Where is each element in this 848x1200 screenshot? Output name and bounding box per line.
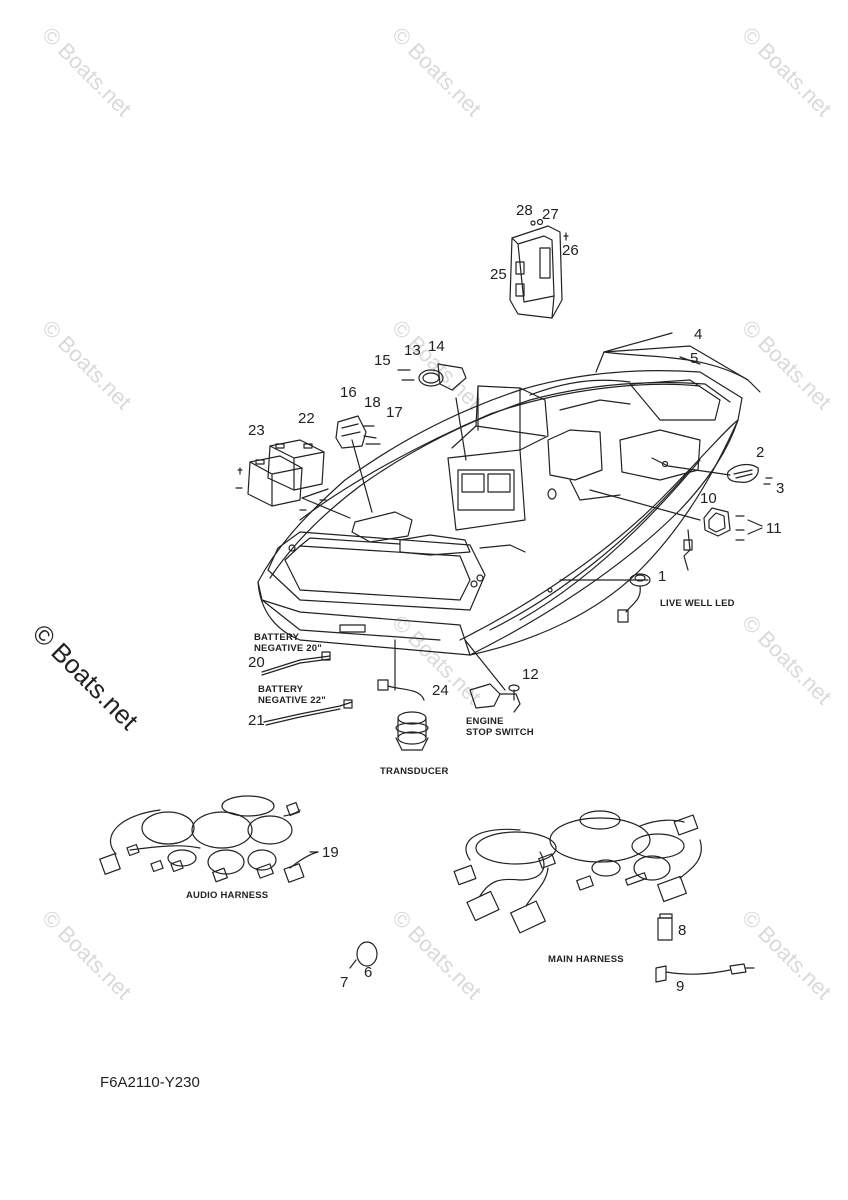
washer-28: [530, 220, 536, 226]
part-number-15: 15: [374, 352, 391, 369]
label-transducer: TRANSDUCER: [380, 766, 449, 777]
part-number-22: 22: [298, 410, 315, 427]
part-number-3: 3: [776, 480, 785, 497]
part-number-28: 28: [516, 202, 533, 219]
screw-26: [563, 232, 569, 241]
part-number-18: 18: [364, 394, 381, 411]
part-number-6: 6: [364, 964, 373, 981]
engine-stop-switch: [469, 683, 521, 713]
ring-6: [356, 941, 378, 967]
label-engine-stop-switch: ENGINE STOP SWITCH: [466, 716, 534, 738]
transducer: [377, 679, 429, 751]
label-line: NEGATIVE 22": [258, 695, 326, 706]
audio-harness: [99, 795, 319, 883]
part-number-24: 24: [432, 682, 449, 699]
part-number-20: 20: [248, 654, 265, 671]
diagram-code: F6A2110-Y230: [100, 1074, 200, 1091]
label-battery-neg-22: BATTERY NEGATIVE 22": [258, 684, 326, 706]
part-number-2: 2: [756, 444, 765, 461]
part-number-14: 14: [428, 338, 445, 355]
part-number-7: 7: [340, 974, 349, 991]
nut-27: [536, 218, 544, 226]
label-line: NEGATIVE 20": [254, 643, 322, 654]
part-number-13: 13: [404, 342, 421, 359]
label-line: BATTERY: [258, 684, 304, 695]
part-number-17: 17: [386, 404, 403, 421]
light-10: [703, 507, 731, 537]
label-battery-neg-20: BATTERY NEGATIVE 20": [254, 632, 322, 654]
part-number-9: 9: [676, 978, 685, 995]
part-number-25: 25: [490, 266, 507, 283]
battery-negative-22: [263, 701, 353, 723]
label-line: ENGINE: [466, 716, 504, 727]
part-number-4: 4: [694, 326, 703, 343]
label-audio-harness: AUDIO HARNESS: [186, 890, 269, 901]
grille-14: [437, 363, 467, 391]
part-number-12: 12: [522, 666, 539, 683]
console-bracket: [509, 225, 563, 319]
label-live-well-led: LIVE WELL LED: [660, 598, 735, 609]
part-number-8: 8: [678, 922, 687, 939]
part-number-5: 5: [690, 350, 699, 367]
battery-negative-20: [261, 655, 331, 673]
part-number-26: 26: [562, 242, 579, 259]
part-number-27: 27: [542, 206, 559, 223]
cable-9: [655, 965, 667, 983]
vent-2: [726, 463, 759, 483]
part-number-16: 16: [340, 384, 357, 401]
speaker-13: [418, 369, 444, 387]
relay-8: [657, 917, 673, 941]
batteries: [235, 439, 327, 511]
label-main-harness: MAIN HARNESS: [548, 954, 624, 965]
part-number-21: 21: [248, 712, 265, 729]
part-number-10: 10: [700, 490, 717, 507]
part-number-23: 23: [248, 422, 265, 439]
boat-hull: [257, 345, 761, 656]
part-number-11: 11: [766, 520, 782, 537]
part-number-19: 19: [322, 844, 339, 861]
fuse-block-16: [335, 415, 367, 449]
label-line: BATTERY: [254, 632, 300, 643]
label-line: STOP SWITCH: [466, 727, 534, 738]
main-harness: [453, 810, 702, 934]
part-number-1: 1: [658, 568, 667, 585]
